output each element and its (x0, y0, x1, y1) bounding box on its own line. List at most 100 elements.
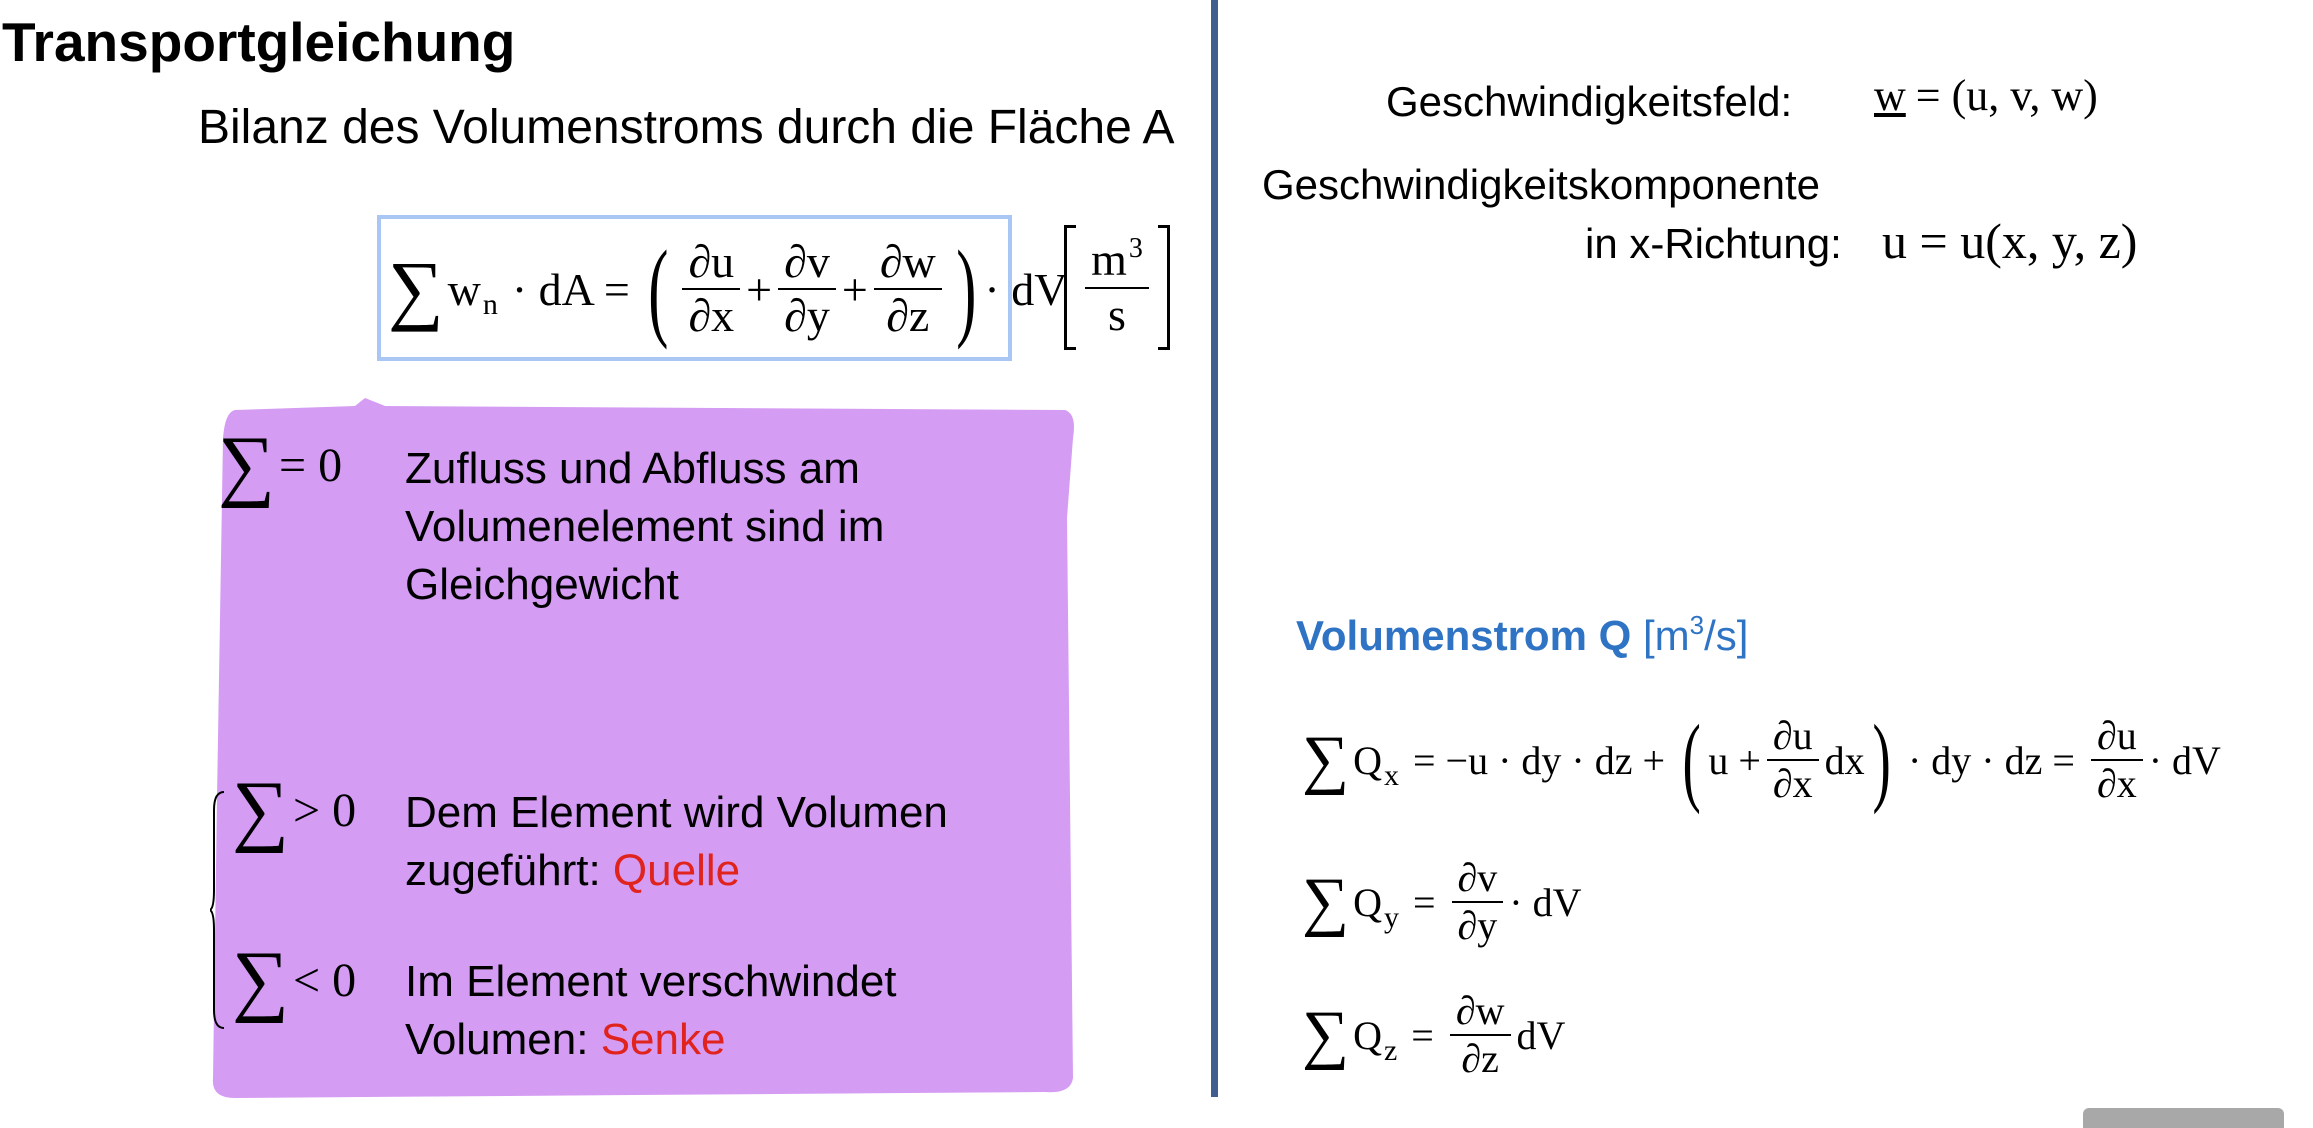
highlight-marker (212, 398, 1074, 1098)
sum-symbol: ∑ (232, 766, 290, 854)
velocity-vector: w (1874, 71, 1906, 120)
right-paren: ) (1872, 704, 1891, 815)
flux-inner-dx: dx (1824, 737, 1865, 783)
frac-denominator: ∂z (886, 290, 930, 341)
main-formula: ∑ w n · dA = ( ∂u ∂x + ∂v ∂y + ∂w ∂z ) ·… (388, 222, 1067, 356)
sum-symbol: ∑ (218, 421, 276, 509)
plus-sign: + (746, 263, 773, 315)
flux-subscript: x (1383, 759, 1399, 792)
fraction-dv-dy: ∂v ∂y (778, 237, 836, 341)
vol-unit-exp: 3 (1689, 610, 1705, 640)
source-label: Quelle (612, 846, 741, 895)
flux-part1: = −u · dy · dz + (1412, 737, 1666, 783)
text-line: Im Element verschwindet (405, 957, 897, 1006)
unit-numerator: m3 (1085, 233, 1149, 289)
text-prefix: zugeführt: (405, 846, 613, 895)
relation-less: < 0 (293, 953, 357, 1007)
unit-exponent: 3 (1128, 233, 1143, 265)
sum-symbol: ∑ (232, 936, 290, 1024)
flux-x-equation: ∑ Q x = −u · dy · dz + ( u + ∂u ∂x dx ) … (1302, 700, 2221, 820)
slide-title: Transportgleichung (2, 11, 516, 73)
formula-lhs-rest: · dA = (511, 263, 630, 315)
flux-inner-u: u + (1708, 737, 1761, 783)
volumenstrom-heading: Volumenstrom Q [m3/s] (1296, 610, 1749, 660)
text-line: Dem Element wird Volumen (405, 788, 948, 837)
right-paren: ) (956, 227, 977, 350)
unit-denominator: s (1108, 288, 1126, 340)
field-eq: = (u, v, w) (1915, 71, 2098, 120)
component-label-2: in x-Richtung: (1585, 220, 1842, 267)
flux-subscript: y (1383, 901, 1399, 934)
field-label: Geschwindigkeitsfeld: (1386, 78, 1793, 125)
left-paren: ( (648, 227, 669, 350)
unit-m: m (1091, 234, 1127, 286)
fraction-du-dx: ∂u ∂x (1766, 715, 1819, 806)
text-line: Volumen: Senke (405, 1011, 897, 1069)
flux-z-equation: ∑ Q z = ∂w ∂z dV (1302, 985, 1565, 1085)
case-less-formula: ∑ < 0 (232, 940, 356, 1020)
flux-tail: · dV (1509, 879, 1582, 925)
flux-y-equation: ∑ Q y = ∂v ∂y · dV (1302, 852, 1582, 952)
vol-title: Volumenstrom Q (1296, 612, 1632, 659)
flux-subscript: z (1383, 1034, 1398, 1067)
unit-bracket: m3 s (1064, 225, 1170, 350)
flux-var: Q (1353, 879, 1382, 925)
frac-denominator: ∂x (688, 290, 735, 341)
column-divider (1211, 0, 1218, 1097)
sum-symbol: ∑ (1302, 998, 1350, 1071)
frac-numerator: ∂u (1766, 715, 1819, 761)
relation-greater: > 0 (293, 783, 357, 837)
frac-denominator: ∂z (1461, 1036, 1499, 1081)
fraction-dw-dz: ∂w ∂z (873, 237, 942, 341)
flux-eq: = (1412, 879, 1436, 925)
formula-var: w (447, 263, 481, 315)
component-equation: u = u(x, y, z) (1882, 212, 2137, 270)
toolbar-tab[interactable] (2083, 1108, 2284, 1128)
sum-symbol: ∑ (1302, 723, 1350, 796)
text-line: Gleichgewicht (405, 560, 679, 609)
flux-eq: = (1411, 1012, 1434, 1058)
frac-numerator: ∂u (2090, 715, 2143, 761)
formula-tail: · dV (984, 263, 1068, 315)
plus-sign: + (841, 263, 868, 315)
flux-tail: dV (1516, 1012, 1566, 1058)
vol-unit-pre: [m (1642, 612, 1690, 659)
frac-numerator: ∂w (873, 237, 942, 290)
main-formula-box (377, 215, 1012, 361)
fraction-du-dx: ∂u ∂x (682, 237, 741, 341)
fraction-du-dx-2: ∂u ∂x (2090, 715, 2143, 806)
sum-symbol: ∑ (388, 245, 444, 332)
case-greater-text: Dem Element wird Volumen zugeführt: Quel… (405, 784, 948, 900)
fraction-dv-dy: ∂v ∂y (1451, 857, 1504, 948)
text-line: Volumenelement sind im (405, 502, 885, 551)
case-equal-formula: ∑ = 0 (218, 425, 342, 505)
case-less-text: Im Element verschwindet Volumen: Senke (405, 953, 897, 1069)
left-paren: ( (1682, 704, 1701, 815)
frac-denominator: ∂x (2096, 761, 2137, 806)
text-prefix: Volumen: (405, 1015, 601, 1064)
text-line: zugeführt: Quelle (405, 842, 948, 900)
frac-denominator: ∂y (1457, 903, 1498, 948)
frac-denominator: ∂y (784, 290, 830, 341)
frac-numerator: ∂u (682, 237, 741, 290)
component-label-1: Geschwindigkeitskomponente (1262, 161, 1820, 208)
flux-var: Q (1353, 737, 1382, 783)
field-equation: w = (u, v, w) (1874, 70, 2098, 121)
fraction-dw-dz: ∂w ∂z (1449, 990, 1511, 1081)
sink-label: Senke (600, 1015, 726, 1064)
frac-denominator: ∂x (1772, 761, 1813, 806)
formula-subscript: n (482, 288, 498, 321)
case-greater-formula: ∑ > 0 (232, 770, 356, 850)
frac-numerator: ∂w (1449, 990, 1511, 1036)
curly-brace (210, 791, 225, 1029)
flux-part2: · dy · dz = (1907, 737, 2075, 783)
vol-unit-post: /s] (1704, 612, 1749, 659)
frac-numerator: ∂v (778, 237, 836, 290)
sum-symbol: ∑ (1302, 865, 1350, 938)
flux-var: Q (1353, 1012, 1382, 1058)
unit-fraction: m3 s (1085, 233, 1149, 340)
component-eq: u = u(x, y, z) (1882, 213, 2138, 269)
frac-numerator: ∂v (1451, 857, 1504, 903)
flux-tail: · dV (2148, 737, 2221, 783)
slide-subtitle: Bilanz des Volumenstroms durch die Fläch… (198, 101, 1175, 154)
